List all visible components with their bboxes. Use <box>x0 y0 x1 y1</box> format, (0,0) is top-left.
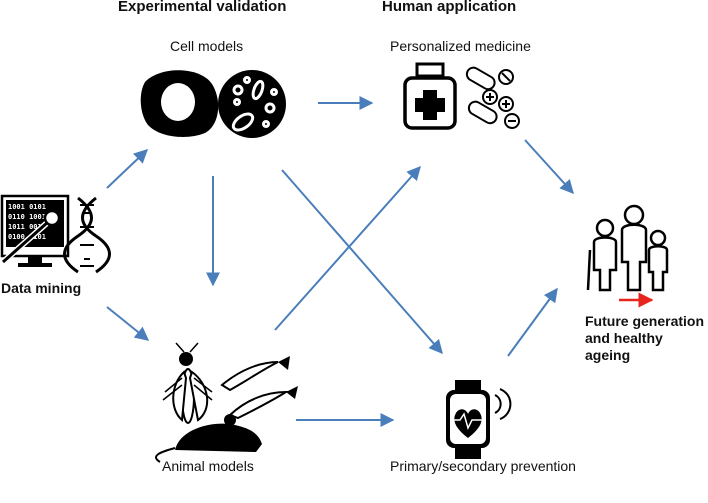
label-prevention: Primary/secondary prevention <box>390 458 576 474</box>
label-future-generation-line2: and healthy <box>585 330 663 346</box>
header-experimental-validation: Experimental validation <box>118 0 287 15</box>
fly-fish-mouse-icon <box>155 342 298 463</box>
arrow-cells-to-prevention <box>281 169 443 355</box>
label-data-mining: Data mining <box>1 280 82 296</box>
arrow-prevention-to-family <box>507 287 558 357</box>
arrow-animals-to-medicine <box>274 165 421 331</box>
medicine-bottle-pills-icon <box>403 62 520 130</box>
header-human-application: Human application <box>382 0 517 15</box>
label-future-generation-line3: ageing <box>585 347 631 363</box>
label-future-generation-line1: Future generation <box>585 313 705 329</box>
arrow-medicine-to-family <box>524 139 574 195</box>
svg-text:0110 1001: 0110 1001 <box>8 213 46 221</box>
svg-text:1011 0010: 1011 0010 <box>8 223 46 231</box>
arrow-datamining-to-animals <box>106 306 150 341</box>
label-cell-models: Cell models <box>170 38 244 54</box>
svg-text:1001 0101: 1001 0101 <box>8 203 46 211</box>
smartwatch-heart-icon <box>446 380 512 459</box>
label-animal-models: Animal models <box>162 458 254 474</box>
cells-icon <box>140 70 286 138</box>
label-personalized-medicine: Personalized medicine <box>390 38 531 54</box>
arrow-datamining-to-cells <box>106 149 149 189</box>
family-generations-icon <box>586 204 669 292</box>
